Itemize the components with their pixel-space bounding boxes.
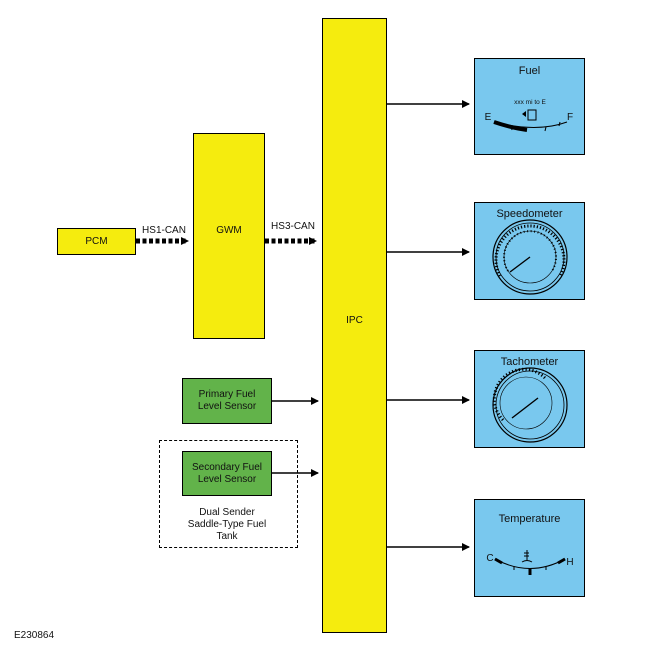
fuel-gauge-art xyxy=(493,109,568,132)
hs1-can-label: HS1-CAN xyxy=(142,225,186,236)
tachometer-dial xyxy=(492,367,568,443)
temperature-cold-label: C xyxy=(486,553,494,564)
figure-id: E230864 xyxy=(14,630,55,641)
fuel-readout: xxx mi to E xyxy=(514,99,546,106)
hs3-can-label: HS3-CAN xyxy=(271,221,315,232)
fuel-gauge xyxy=(474,58,585,155)
gwm-module: GWM xyxy=(193,133,265,339)
gwm-label: GWM xyxy=(216,225,242,236)
primary-sensor-label: Primary Fuel Level Sensor xyxy=(197,389,257,412)
fuel-empty-label: E xyxy=(484,112,492,123)
ipc-label: IPC xyxy=(346,314,363,326)
pcm-label: PCM xyxy=(85,235,108,247)
temperature-hot-label: H xyxy=(566,557,574,568)
coolant-temp-icon xyxy=(521,550,533,563)
temperature-gauge-art xyxy=(494,550,566,575)
speedometer-title: Speedometer xyxy=(496,208,563,220)
secondary-fuel-level-sensor: Secondary Fuel Level Sensor xyxy=(182,451,272,496)
speedometer-dial xyxy=(492,219,568,295)
pcm-module: PCM xyxy=(57,228,136,255)
secondary-sensor-label: Secondary Fuel Level Sensor xyxy=(191,461,263,485)
fuel-full-label: F xyxy=(566,112,574,123)
primary-fuel-level-sensor: Primary Fuel Level Sensor xyxy=(182,378,272,424)
fuel-pump-icon xyxy=(527,109,537,121)
fuel-gauge-title: Fuel xyxy=(518,65,541,77)
temperature-gauge xyxy=(474,499,585,597)
tachometer-title: Tachometer xyxy=(500,356,559,368)
ipc-module: IPC xyxy=(322,18,387,633)
temperature-title: Temperature xyxy=(498,513,561,525)
fuel-tank-outline xyxy=(159,440,298,548)
tank-note: Dual Sender Saddle-Type Fuel Tank xyxy=(187,507,267,542)
